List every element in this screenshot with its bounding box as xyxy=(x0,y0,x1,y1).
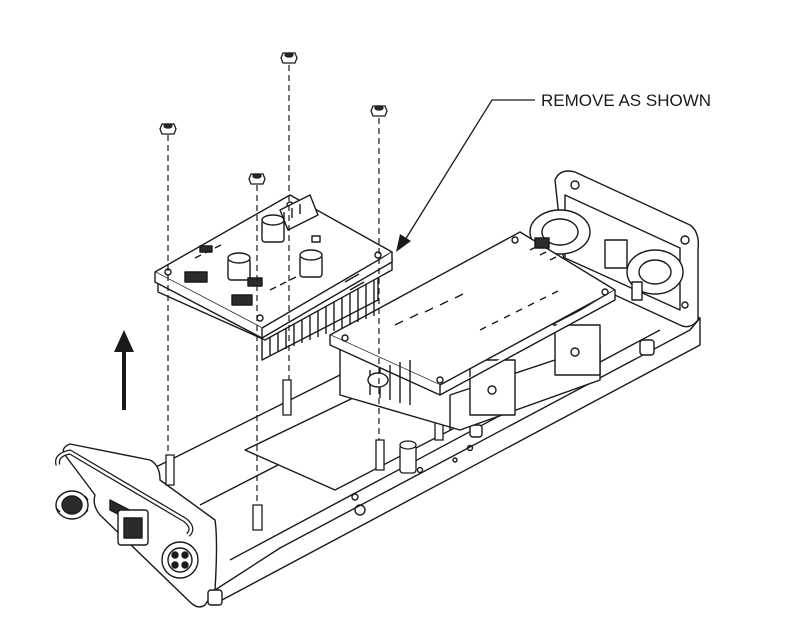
callout-leader xyxy=(405,100,535,240)
hex-nut-1 xyxy=(160,124,176,134)
capacitor-2 xyxy=(228,253,250,280)
callout-label: REMOVE AS SHOWN xyxy=(541,91,711,110)
round-connector-icon xyxy=(162,542,198,578)
alignment-lines xyxy=(168,65,379,505)
capacitor-1 xyxy=(262,215,284,242)
control-board xyxy=(155,195,392,360)
capacitor-3 xyxy=(300,250,322,277)
hex-nut-2 xyxy=(281,53,297,63)
hex-nut-3 xyxy=(371,106,387,116)
main-power-board xyxy=(330,232,615,430)
knob-icon xyxy=(56,491,88,519)
front-panel xyxy=(58,340,655,607)
floor-capacitor xyxy=(400,441,416,473)
hex-nut-icon xyxy=(160,53,387,184)
hex-nut-4 xyxy=(249,174,265,184)
up-arrow-icon xyxy=(114,330,134,410)
callout-arrowhead xyxy=(396,234,411,252)
